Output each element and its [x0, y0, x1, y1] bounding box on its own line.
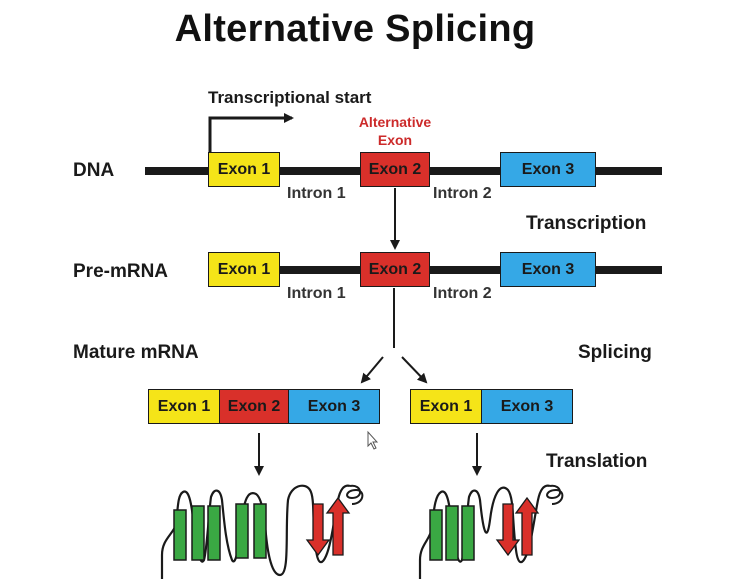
protein-a-loop — [346, 484, 364, 505]
dna-row-label: DNA — [73, 160, 115, 181]
protein-a-helix-4 — [235, 503, 249, 559]
protein-b-helix-1 — [429, 509, 443, 561]
transcriptional-start-arrow — [208, 113, 294, 152]
isoform-a-exon-3: Exon 3 — [289, 390, 379, 423]
mature-mrna-isoform-b: Exon 1 Exon 3 — [410, 389, 573, 424]
pre-mrna-intron-2-label: Intron 2 — [433, 285, 492, 302]
protein-a-helix-3 — [207, 505, 221, 561]
protein-a-helix-5 — [253, 503, 267, 559]
dna-intron-2-label: Intron 2 — [433, 185, 492, 202]
dna-exon-3: Exon 3 — [500, 152, 596, 187]
splicing-step-label: Splicing — [578, 342, 652, 363]
protein-isoform-b — [418, 484, 564, 579]
dna-exon-1: Exon 1 — [208, 152, 280, 187]
protein-a-strand-down — [305, 503, 331, 557]
pre-mrna-row-label: Pre-mRNA — [73, 261, 169, 282]
alternative-exon-label-line2: Exon — [377, 132, 413, 148]
dna-exon-2: Exon 2 — [360, 152, 430, 187]
protein-b-backbone — [418, 484, 551, 579]
splicing-arrow-right — [401, 356, 428, 384]
mouse-cursor-icon — [367, 430, 379, 450]
alternative-exon-label: Alternative Exon — [345, 113, 445, 149]
mature-mrna-isoform-a: Exon 1 Exon 2 Exon 3 — [148, 389, 380, 424]
page-title: Alternative Splicing — [174, 8, 536, 50]
protein-a-strand-up — [325, 496, 351, 556]
isoform-a-exon-1: Exon 1 — [149, 390, 220, 423]
pre-mrna-exon-1: Exon 1 — [208, 252, 280, 287]
isoform-b-exon-1: Exon 1 — [411, 390, 482, 423]
pre-mrna-intron-1-label: Intron 1 — [287, 285, 346, 302]
pre-mrna-exon-3: Exon 3 — [500, 252, 596, 287]
transcriptional-start-label: Transcriptional start — [208, 88, 372, 107]
protein-b-helix-2 — [445, 505, 459, 561]
alternative-exon-label-line1: Alternative — [358, 114, 432, 130]
pre-mrna-exon-2: Exon 2 — [360, 252, 430, 287]
protein-a-helix-1 — [173, 509, 187, 561]
transcription-step-label: Transcription — [526, 213, 647, 234]
protein-a-helix-2 — [191, 505, 205, 561]
translation-step-label: Translation — [546, 451, 648, 472]
dna-intron-1-label: Intron 1 — [287, 185, 346, 202]
protein-b-loop — [546, 484, 564, 505]
splicing-arrow-left — [360, 356, 384, 384]
isoform-b-exon-3: Exon 3 — [482, 390, 572, 423]
isoform-a-exon-2: Exon 2 — [220, 390, 289, 423]
protein-b-strand-up — [514, 496, 540, 556]
mature-mrna-row-label: Mature mRNA — [73, 342, 199, 363]
pre-mrna-strand-line — [278, 266, 662, 274]
protein-isoform-a — [160, 484, 364, 579]
protein-b-strand-down — [495, 503, 521, 557]
protein-b-helix-3 — [461, 505, 475, 561]
